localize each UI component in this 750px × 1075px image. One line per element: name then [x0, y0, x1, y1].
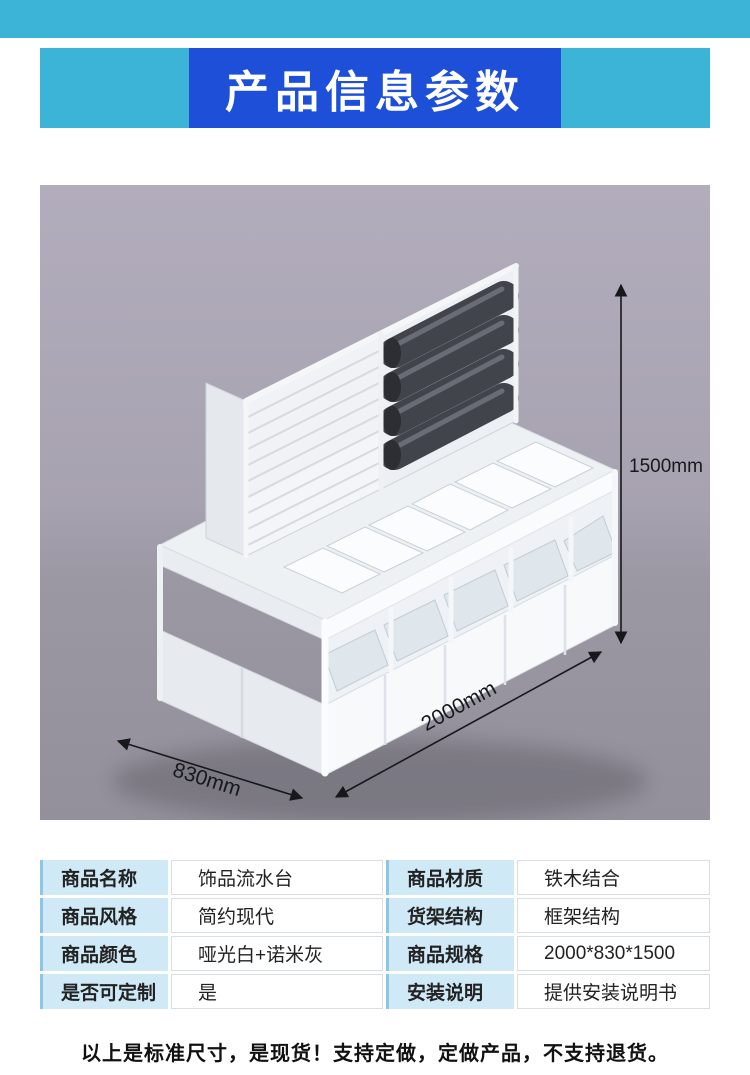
product-render: 1500mm 2000mm 830mm	[112, 263, 703, 820]
spec-label: 商品风格	[40, 898, 168, 933]
spec-table: 商品名称 饰品流水台 商品材质 铁木结合 商品风格 简约现代 货架结构 框架结构…	[40, 860, 710, 1009]
spec-label: 商品材质	[386, 860, 514, 895]
spec-label: 商品规格	[386, 936, 514, 971]
dimension-annotations	[116, 283, 628, 801]
footer-note: 以上是标准尺寸，是现货！支持定做，定做产品，不支持退货。	[81, 1043, 669, 1065]
slat-back-panel	[245, 333, 382, 557]
spec-value: 2000*830*1500	[517, 936, 710, 971]
product-image: 1500mm 2000mm 830mm	[40, 185, 710, 820]
spec-label: 商品颜色	[40, 936, 168, 971]
spec-value: 哑光白+诺米灰	[171, 936, 383, 971]
spec-label: 安装说明	[386, 974, 514, 1009]
spec-value: 是	[171, 974, 383, 1009]
spec-value: 框架结构	[517, 898, 710, 933]
page-title: 产品信息参数	[225, 68, 525, 117]
top-accent-bar	[0, 0, 750, 38]
dim-height-label: 1500mm	[629, 456, 703, 477]
header-band: 产品信息参数	[40, 48, 710, 128]
spec-label: 是否可定制	[40, 974, 168, 1009]
back-unit-side	[205, 382, 247, 557]
tabletop	[158, 394, 617, 641]
top-bin-row	[282, 441, 595, 594]
spec-value: 简约现代	[171, 898, 383, 933]
spec-label: 货架结构	[386, 898, 514, 933]
title-box: 产品信息参数	[189, 48, 561, 128]
roller-rack	[379, 265, 519, 490]
spec-label: 商品名称	[40, 860, 168, 895]
header-left-accent	[40, 48, 189, 128]
header-right-accent	[561, 48, 710, 128]
spec-value: 饰品流水台	[171, 860, 383, 895]
spec-value: 铁木结合	[517, 860, 710, 895]
spec-value: 提供安装说明书	[517, 974, 710, 1009]
